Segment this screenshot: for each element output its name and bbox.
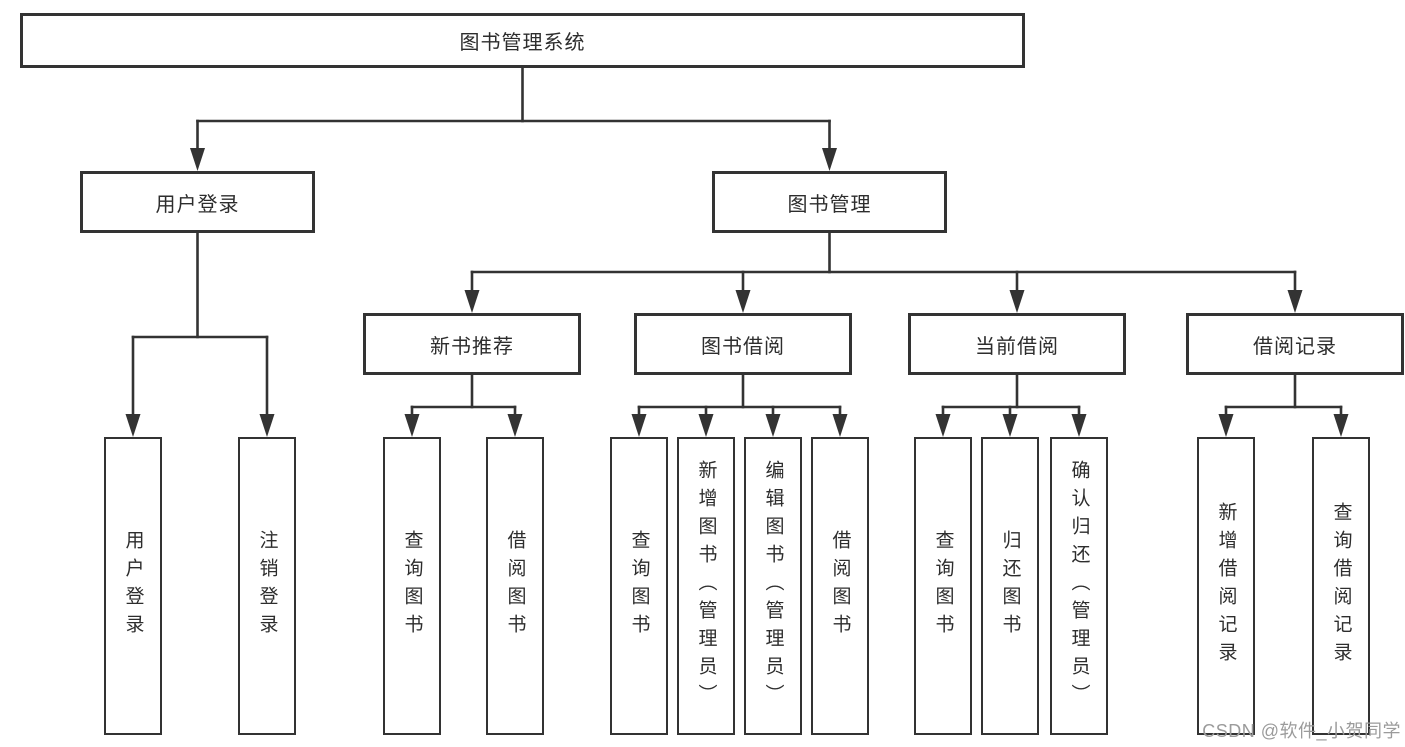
arrowhead [507,414,523,437]
leaf-label: 查询图书 [628,530,650,642]
leaf-borrow-book: 借阅图书 [811,437,869,735]
arrowhead [190,148,205,171]
leaf-label: 查询借阅记录 [1330,502,1352,670]
leaf-label: 新增借阅记录 [1215,502,1237,670]
leaf-label: 新增图书（管理员） [695,460,717,712]
arrowhead [259,414,275,437]
connector-current-borrow-to-leaves [935,373,1087,437]
node-label: 图书借阅 [701,335,785,358]
node-current-borrow: 当前借阅 [908,313,1126,375]
arrowhead [765,414,781,437]
leaf-label: 借阅图书 [829,530,851,642]
arrowhead [698,414,714,437]
arrowhead [631,414,647,437]
connector-new-book-to-leaves [404,373,523,437]
node-label: 借阅记录 [1253,335,1337,358]
leaf-label: 用户登录 [122,530,144,642]
node-label: 当前借阅 [975,335,1059,358]
leaf-logout: 注销登录 [238,437,296,735]
leaf-query-books: 查询图书 [610,437,668,735]
leaf-label: 查询图书 [401,530,423,642]
node-label: 图书管理系统 [459,32,586,54]
leaf-confirm-return-admin: 确认归还（管理员） [1050,437,1108,735]
leaf-query-books: 查询图书 [914,437,972,735]
connector-book-borrow-to-leaves [631,373,848,437]
leaf-add-book-admin: 新增图书（管理员） [677,437,735,735]
arrowhead [1287,290,1303,313]
arrowhead [822,148,837,171]
connector-borrow-records-to-leaves [1218,373,1349,437]
arrowhead [832,414,848,437]
leaf-query-borrow-record: 查询借阅记录 [1312,437,1370,735]
node-label: 新书推荐 [430,335,514,358]
arrowhead [125,414,141,437]
leaf-label: 借阅图书 [504,530,526,642]
leaf-query-books: 查询图书 [383,437,441,735]
watermark: CSDN @软件_小贺同学 [1202,721,1401,741]
connector-user-login-to-leaves [125,231,275,437]
arrowhead [1009,290,1025,313]
leaf-label: 查询图书 [932,530,954,642]
arrowhead [735,290,751,313]
node-book-management: 图书管理 [712,171,947,233]
arrowhead [404,414,420,437]
arrowhead [1002,414,1018,437]
leaf-label: 归还图书 [999,530,1021,642]
node-library-system: 图书管理系统 [20,13,1025,68]
leaf-edit-book-admin: 编辑图书（管理员） [744,437,802,735]
arrowhead [464,290,480,313]
leaf-label: 确认归还（管理员） [1068,460,1090,712]
arrowhead [1071,414,1087,437]
leaf-borrow-book: 借阅图书 [486,437,544,735]
leaf-return-book: 归还图书 [981,437,1039,735]
node-borrow-records: 借阅记录 [1186,313,1404,375]
leaf-label: 编辑图书（管理员） [762,460,784,712]
arrowhead [1333,414,1349,437]
node-label: 图书管理 [787,193,872,216]
arrowhead [935,414,951,437]
leaf-user-login: 用户登录 [104,437,162,735]
arrowhead [1218,414,1234,437]
connector-root-to-level2 [190,66,837,171]
leaf-label: 注销登录 [256,530,278,642]
node-book-borrow: 图书借阅 [634,313,852,375]
connector-book-management-to-level3 [464,231,1303,313]
node-label: 用户登录 [155,193,240,216]
node-new-book-recommend: 新书推荐 [363,313,581,375]
leaf-add-borrow-record: 新增借阅记录 [1197,437,1255,735]
node-user-login: 用户登录 [80,171,315,233]
